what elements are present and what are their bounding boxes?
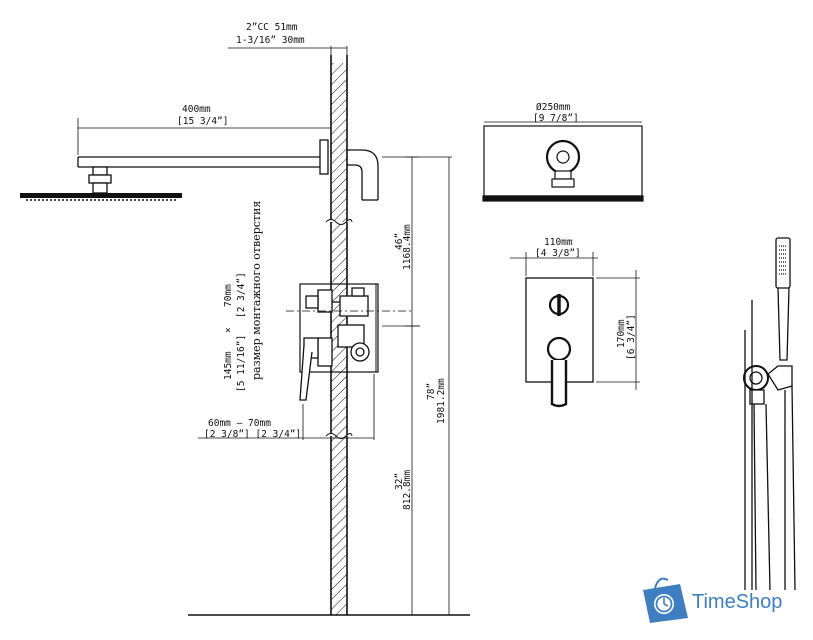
plate-height-in: [6 3/4”] (626, 314, 637, 360)
hole-height-mm: 145mm (223, 351, 234, 380)
total-height-mm: 1981.2mm (436, 378, 447, 424)
plate-dimensions (510, 252, 640, 390)
plate-width-mm: 110mm (544, 237, 573, 248)
hole-size-dimension: 145mm × 70mm [5 11/16”] [2 3/4”] размер … (223, 201, 263, 392)
depth-dimension: 60mm — 70mm [2 3/8”] [2 3/4”] (198, 374, 375, 440)
arm-length-in: [15 3/4”] (177, 116, 228, 127)
hole-times: × (223, 327, 234, 333)
depth-mm-label: 60mm — 70mm (208, 418, 271, 429)
shower-head-side (20, 193, 182, 201)
shower-arm-side (77, 139, 379, 201)
plate-height-mm: 170mm (616, 319, 627, 348)
hole-width-in: [2 3/4”] (236, 272, 247, 318)
head-diameter-mm: Ø250mm (536, 102, 571, 113)
wall-dimension: 2”CC 51mm 1-3/16” 30mm (228, 22, 348, 63)
valve-height-in: 32” (394, 473, 405, 490)
arm-height-mm: 1168.4mm (402, 224, 413, 270)
arm-length-mm: 400mm (182, 104, 211, 115)
wall-cc-label: 2”CC 51mm (246, 22, 298, 33)
depth-in-label: [2 3/8”] [2 3/4”] (204, 429, 301, 440)
total-height-in: 78” (426, 383, 437, 400)
valve-height-mm: 812.8mm (402, 470, 413, 510)
wall-thickness-label: 1-3/16” 30mm (236, 35, 305, 46)
head-diameter-dimension: Ø250mm [9 7/8”] (484, 102, 642, 124)
arm-length-dimension: 400mm [15 3/4”] (77, 104, 332, 155)
valve-plate-front (525, 277, 594, 408)
brand-name: TimeShop (692, 591, 782, 613)
hole-caption: размер монтажного отверстия (250, 201, 263, 380)
mixer-valve-side (286, 283, 412, 401)
arm-height-in: 46” (394, 233, 405, 250)
wall-section (188, 55, 470, 616)
hole-height-in: [5 11/16”] (236, 335, 247, 392)
shower-head-front (482, 125, 644, 202)
head-diameter-in: [9 7/8”] (533, 113, 579, 124)
height-dimensions (382, 156, 452, 615)
plate-width-in: [4 3/8”] (535, 248, 581, 259)
shopping-bag-clock-icon (643, 577, 688, 623)
hole-width-mm: 70mm (223, 284, 234, 307)
hand-shower (743, 237, 796, 591)
brand-logo: TimeShop (643, 577, 782, 623)
